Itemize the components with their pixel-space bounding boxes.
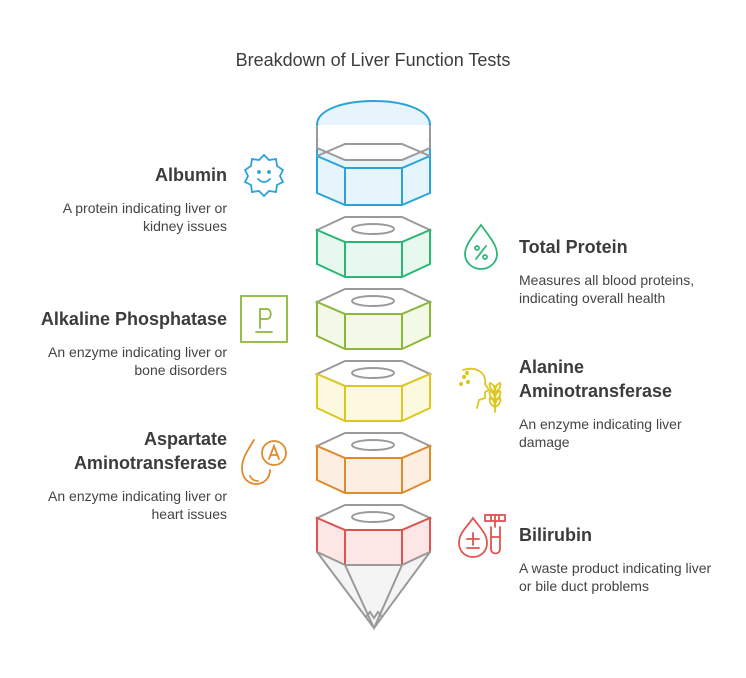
albumin-heading: Albumin [155,165,227,185]
alkaline-phosphatase-tier [314,288,433,350]
percent-drop-icon [464,223,498,270]
diagram-title: Breakdown of Liver Function Tests [235,50,511,70]
drop-letter-a-icon [241,439,287,485]
albumin-description: A protein indicating liver or kidney iss… [62,200,227,234]
total-protein-heading: Total Protein [519,237,628,257]
alkaline-phosphatase-description: An enzyme indicating liver or bone disor… [48,344,227,378]
total-protein-description: Measures all blood proteins, indicating … [519,272,695,306]
bilirubin-heading: Bilirubin [519,525,592,545]
alkaline-phosphatase-heading: Alkaline Phosphatase [40,309,227,329]
alanine-aminotransferase-description: An enzyme indicating liver damage [519,416,682,450]
albumin-cap [316,100,431,206]
smiling-sun-icon [243,153,285,198]
bilirubin-tier [314,504,433,566]
bilirubin-description: A waste product indicating liver or bile… [519,560,712,594]
alanine-aminotransferase-tier [314,360,433,422]
blood-test-tube-icon [458,514,506,558]
aspartate-aminotransferase-heading: Aspartate Aminotransferase [73,429,227,473]
head-wheat-icon [458,367,502,413]
letter-p-icon [240,295,288,343]
cone-tip [316,551,431,631]
total-protein-tier [314,216,433,278]
aspartate-aminotransferase-description: An enzyme indicating liver or heart issu… [48,488,227,522]
alanine-aminotransferase-heading: Alanine Aminotransferase [519,357,673,401]
aspartate-aminotransferase-tier [314,432,433,494]
